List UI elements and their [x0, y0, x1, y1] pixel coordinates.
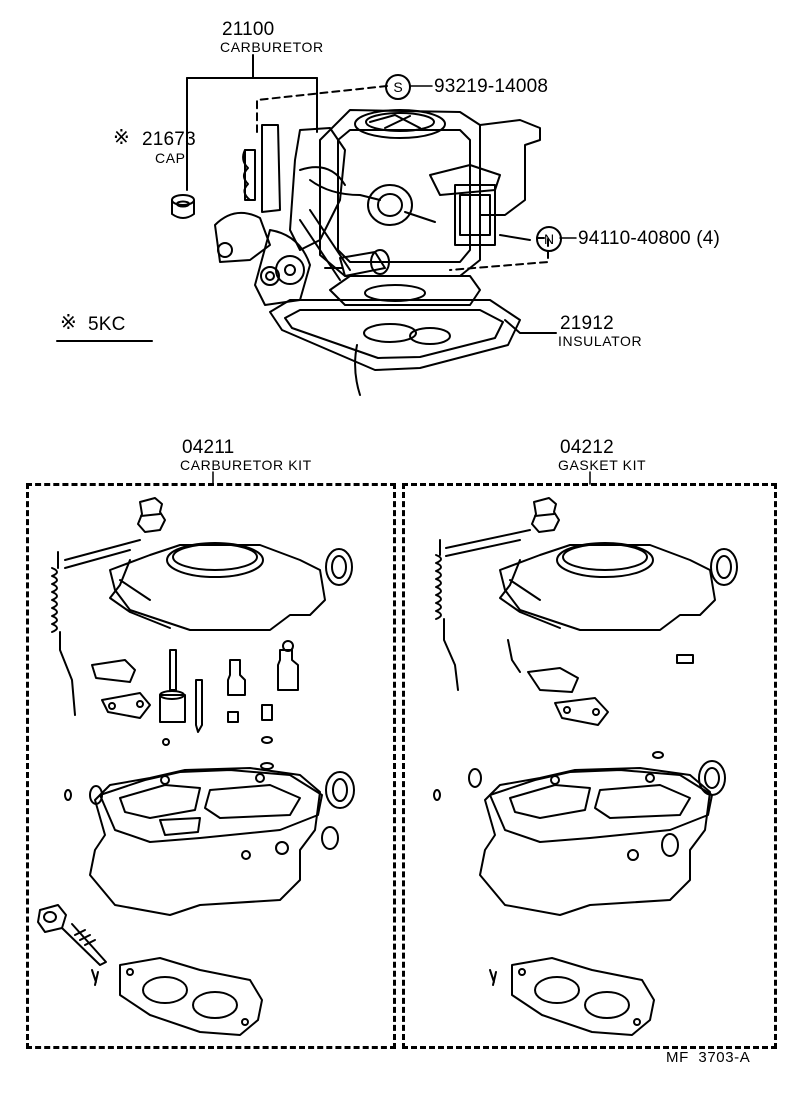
- gasket-kit-box: [402, 483, 777, 1049]
- cap-part-drawing: [171, 194, 195, 219]
- cap-part-name: CAP: [155, 150, 186, 166]
- gasket-kit-number: 04212: [560, 437, 614, 458]
- gasket-kit-parts: [433, 497, 738, 1036]
- carburetor-kit-parts: [37, 497, 355, 1036]
- carburetor-kit-number: 04211: [182, 437, 235, 458]
- gasket-kit-name: GASKET KIT: [558, 457, 647, 473]
- footer-code: MF 3703-A: [666, 1049, 751, 1066]
- nut-symbol: N: [536, 226, 562, 252]
- screw-symbol: S: [385, 74, 411, 100]
- cap-reference-mark: ※: [113, 127, 130, 149]
- insulator-part-name: INSULATOR: [558, 333, 643, 349]
- carburetor-part-number: 21100: [222, 19, 275, 40]
- carburetor-kit-name: CARBURETOR KIT: [180, 457, 312, 473]
- carburetor-part-name: CARBURETOR: [220, 39, 324, 55]
- insulator-leader: [504, 319, 557, 334]
- carburetor-leader: [186, 54, 318, 191]
- engine-code: 5KC: [88, 314, 126, 335]
- engine-code-mark: ※: [60, 312, 77, 334]
- nut-part-number: 94110-40800 (4): [578, 228, 721, 249]
- insulator-part-number: 21912: [560, 313, 614, 334]
- screw-leader: [256, 85, 388, 133]
- carburetor-assembly-drawing: [214, 109, 541, 396]
- carburetor-kit-box: [26, 483, 396, 1049]
- cap-part-number: 21673: [142, 129, 196, 150]
- screw-part-number: 93219-14008: [434, 76, 549, 97]
- nut-leader: [449, 237, 549, 271]
